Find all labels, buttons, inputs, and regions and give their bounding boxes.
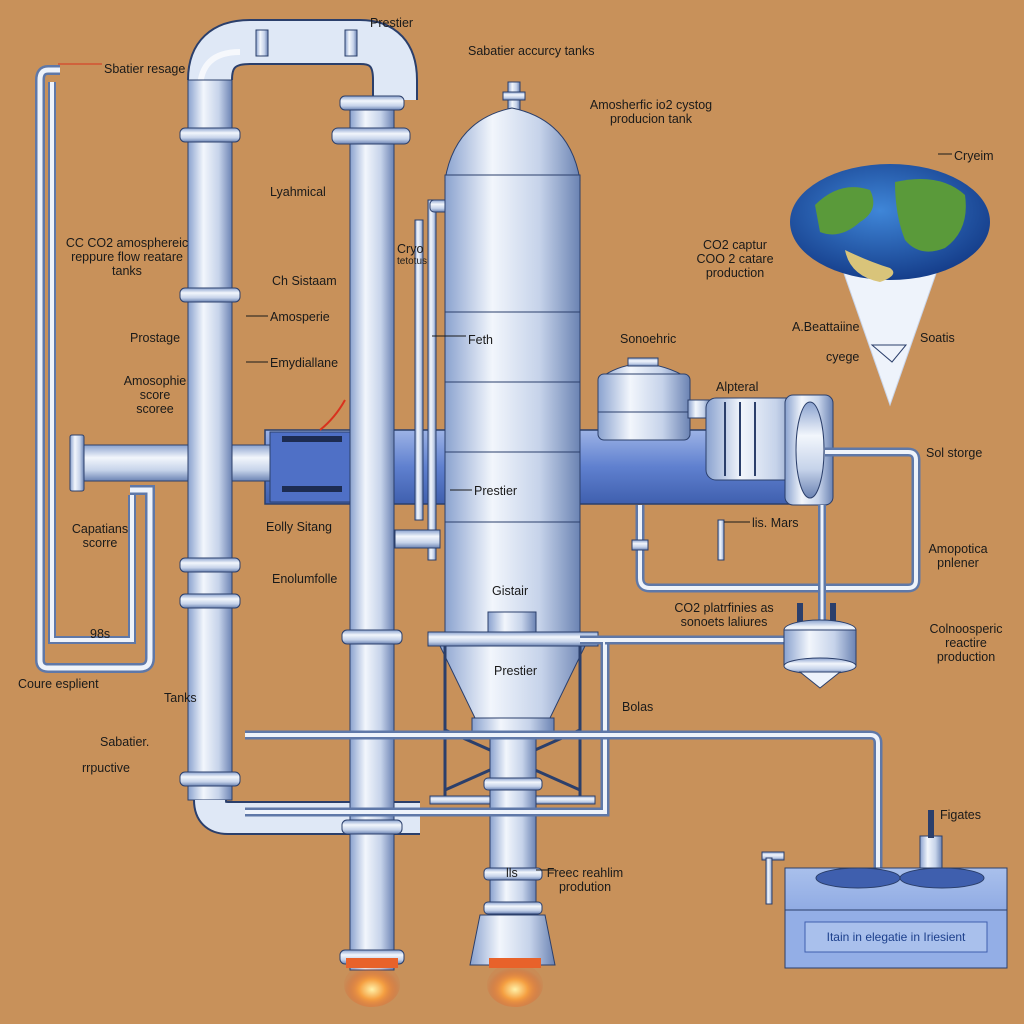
left-loop-pipe	[35, 65, 155, 673]
label-amopotica: Amopotica pnlener	[928, 542, 988, 570]
label-atmosphie-score: Amosophie score scoree	[123, 374, 187, 416]
label-rrpuctive: rrpuctive	[82, 761, 130, 775]
label-soatis: Soatis	[920, 331, 955, 345]
label-colnoosperic: Colnoosperic reactire production	[929, 622, 1003, 664]
label-lls: lls	[506, 866, 518, 880]
label-alpteral: Alpteral	[716, 380, 759, 394]
label-sonoehric: Sonoehric	[620, 332, 677, 346]
label-cryeim: Cryeim	[954, 149, 994, 163]
label-pct-98: 98s	[90, 627, 111, 641]
label-amospherie: Amosperie	[270, 310, 330, 324]
label-cryo-sub: tetotus	[397, 256, 428, 267]
left-inlet-pipe	[69, 434, 271, 492]
label-gistair: Gistair	[492, 584, 529, 598]
right-loop-pipes	[245, 447, 921, 870]
leader-lines	[58, 63, 952, 871]
compressor-unit	[687, 394, 834, 506]
left-pipe-flanges	[179, 127, 241, 787]
label-sabatier-resage: Sbatier resage	[104, 62, 186, 76]
hanging-separator	[783, 603, 857, 689]
label-cyege: cyege	[826, 350, 860, 364]
cryo-storage-tank	[597, 357, 691, 441]
label-sol-storge: Sol storge	[926, 446, 983, 460]
label-ch-sistaam: Ch Sistaam	[272, 274, 337, 288]
label-coure-esplient: Coure esplient	[18, 677, 99, 691]
basin-tank	[761, 810, 1008, 969]
label-lis-mars: lis. Mars	[752, 516, 799, 530]
main-vertical-pipe	[179, 19, 420, 835]
label-bolas: Bolas	[622, 700, 654, 714]
red-marker-line	[319, 399, 346, 431]
label-freec: Freec reahlim prodution	[546, 866, 624, 894]
label-co2-platinics: CO2 platrfinies as sonoets laliures	[674, 601, 774, 629]
label-lyahmical: Lyahmical	[270, 185, 326, 199]
burner-flames	[344, 958, 543, 1007]
earth-cone	[790, 164, 990, 407]
label-prestier-mid: Prestier	[474, 484, 518, 498]
basin-plate-label: Itain in elegatie in Iriesient	[826, 930, 966, 944]
label-atmospheric-tank: Amosherfic io2 cystog producion tank	[589, 98, 713, 126]
sabatier-reactor-tower	[427, 81, 599, 966]
small-valve-posts	[631, 519, 725, 561]
label-prostage: Prostage	[130, 331, 181, 345]
label-co2-captur: CO2 captur COO 2 catare production	[696, 238, 774, 280]
label-figates: Figates	[940, 808, 981, 822]
label-prestier-top: Prestier	[370, 16, 414, 30]
second-vertical-pipe	[331, 95, 411, 971]
label-eolly-sitang: Eolly Sitang	[266, 520, 333, 534]
thin-side-rods	[394, 199, 471, 561]
label-feth: Feth	[468, 333, 494, 347]
label-enolumfolle: Enolumfolle	[272, 572, 338, 586]
label-cc-co2: CC CO2 amosphereic reppure flow reatare …	[65, 236, 189, 278]
label-emydiallane: Emydiallane	[270, 356, 339, 370]
label-prestier-cone: Prestier	[494, 664, 538, 678]
tower-seams	[445, 311, 580, 523]
label-sabatier-lower: Sabatier.	[100, 735, 150, 749]
label-sabatier-accuracy: Sabatier accurcy tanks	[468, 44, 595, 58]
label-cryo: Cryo	[397, 242, 424, 256]
label-capatians: Capatians scorre	[71, 522, 129, 550]
label-a-beattaiine: A.Beattaiine	[792, 320, 860, 334]
label-tanks: Tanks	[164, 691, 197, 705]
duct-vent-slots	[282, 436, 342, 492]
